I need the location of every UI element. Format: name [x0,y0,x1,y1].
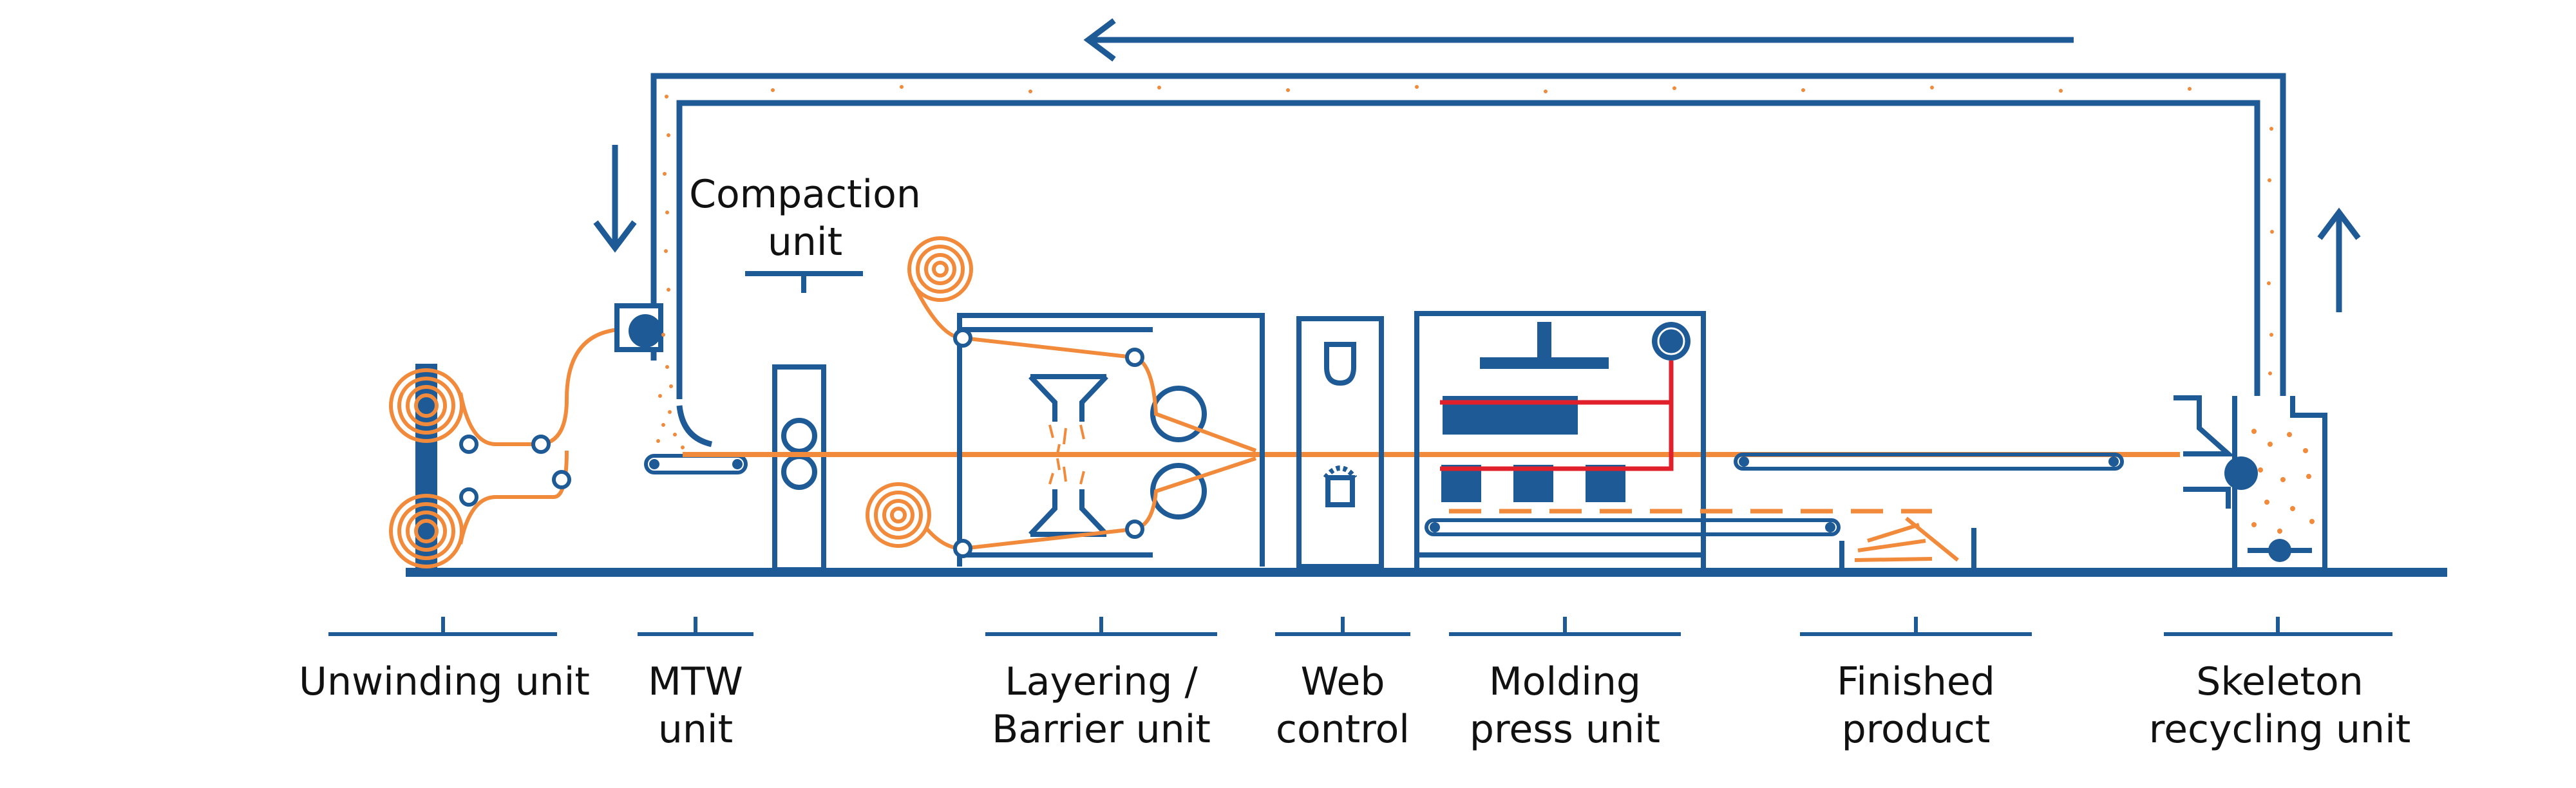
mtw-hopper-lip [676,405,713,447]
label-line: Web [1300,659,1385,704]
finished-product-area [1734,453,2124,570]
skeleton-recycling-unit [2174,395,2327,572]
label-line: Molding [1488,659,1641,704]
label-layering-barrier-unit: Layering / Barrier unit [947,658,1256,753]
up-arrow [2317,207,2361,312]
unwinding-unit [389,328,619,573]
label-line: Barrier unit [992,707,1211,752]
molding-press-unit [1414,311,1932,570]
label-line: Compaction [689,172,921,217]
recycling-duct-inner [676,100,2260,399]
compaction-unit [745,271,863,572]
label-line: press unit [1469,707,1661,752]
label-line: Layering / [1005,659,1198,704]
label-line: Skeleton [2196,659,2363,704]
label-compaction-unit: Compaction unit [670,171,940,266]
label-unwinding-unit: Unwinding unit [270,658,618,706]
label-web-control: Web control [1246,658,1439,753]
floor-line [406,568,2447,577]
label-skeleton-recycling-unit: Skeleton recycling unit [2125,658,2434,753]
label-line: recycling unit [2148,707,2411,752]
label-finished-product: Finished product [1781,658,2051,753]
label-line: product [1841,707,1991,752]
return-arrow [1083,18,2074,62]
down-arrow [593,145,637,253]
label-line: Unwinding unit [299,659,590,704]
recycled-particles [656,85,2315,534]
label-line: Finished [1837,659,1995,704]
label-line: MTW [648,659,743,704]
label-line: control [1276,707,1410,752]
label-line: unit [658,707,734,752]
label-brackets [328,617,2392,636]
label-mtw-unit: MTW unit [599,658,792,753]
label-line: unit [767,220,843,265]
label-molding-press-unit: Molding press unit [1430,658,1700,753]
web-control-unit [1296,316,1384,569]
recycling-duct-outer [650,73,2286,396]
layering-barrier-unit [866,236,1265,567]
